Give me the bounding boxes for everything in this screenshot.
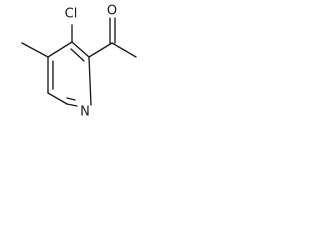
pyridine-ring: [47, 41, 92, 107]
bond-c2-c3-inner: [70, 48, 85, 62]
bond-c4-methyl: [21, 42, 49, 58]
nitrogen-atom-label: N: [80, 105, 90, 120]
bond-c5-c6: [47, 92, 68, 105]
bond-c2-c3: [71, 41, 90, 58]
bond-c6-n1-inner: [66, 97, 76, 101]
bond-c6-n1: [66, 103, 78, 107]
molecule-structure: O Cl N: [21, 4, 137, 120]
oxygen-atom-label: O: [107, 4, 117, 19]
bond-n1-c2: [88, 56, 92, 106]
bond-carbonyl-methyl: [111, 42, 137, 58]
chlorine-atom-label: Cl: [65, 7, 78, 22]
bond-c3-c4: [47, 41, 73, 58]
bond-c2-carbonyl: [88, 42, 113, 58]
atom-labels: O Cl N: [65, 4, 117, 120]
substituent-bonds: [21, 17, 137, 58]
